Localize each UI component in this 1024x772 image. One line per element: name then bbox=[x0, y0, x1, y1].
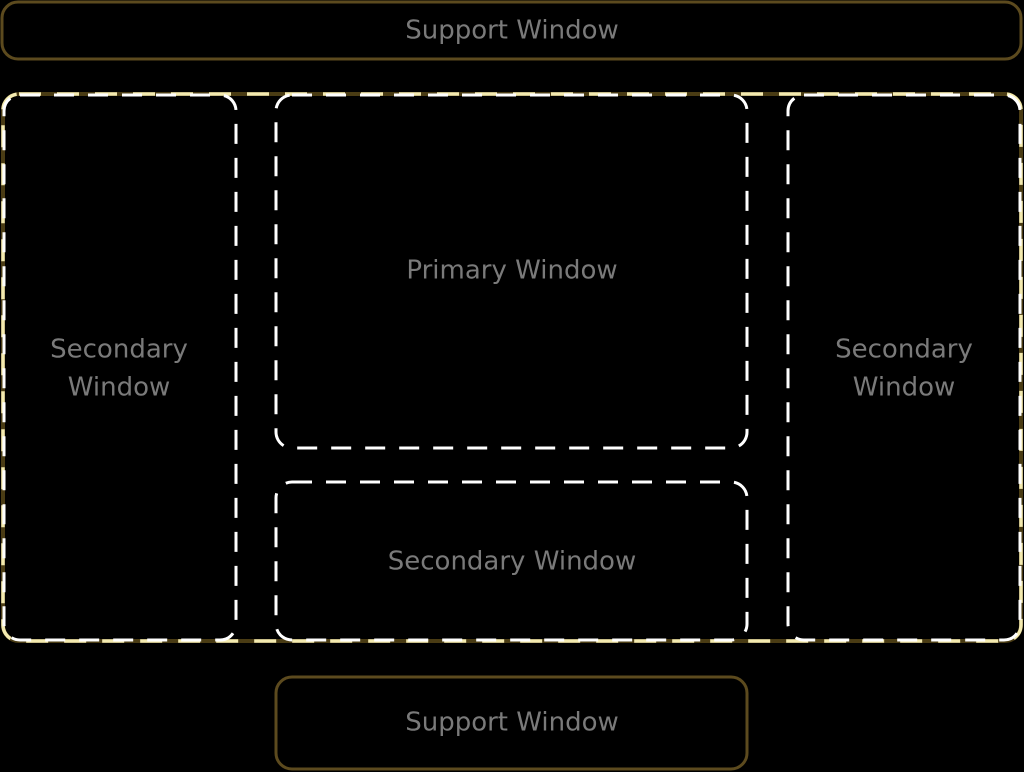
secondary-window-right-label-line1: Secondary bbox=[835, 335, 973, 365]
secondary-window-bottom bbox=[274, 480, 749, 642]
support-window-bottom-label: Support Window bbox=[405, 708, 619, 738]
secondary-window-right-label-line2: Window bbox=[853, 373, 956, 403]
secondary-window-left-label-line1: Secondary bbox=[50, 335, 188, 365]
support-window-bottom bbox=[274, 675, 749, 771]
secondary-window-left-label-line2: Window bbox=[68, 373, 171, 403]
support-window-top bbox=[0, 0, 1023, 61]
secondary-window-left bbox=[2, 93, 238, 642]
secondary-window-right bbox=[786, 93, 1022, 642]
primary-window-label: Primary Window bbox=[406, 256, 617, 286]
secondary-window-bottom-label: Secondary Window bbox=[388, 547, 636, 577]
support-window-top-label: Support Window bbox=[405, 16, 619, 46]
primary-window bbox=[274, 93, 749, 450]
